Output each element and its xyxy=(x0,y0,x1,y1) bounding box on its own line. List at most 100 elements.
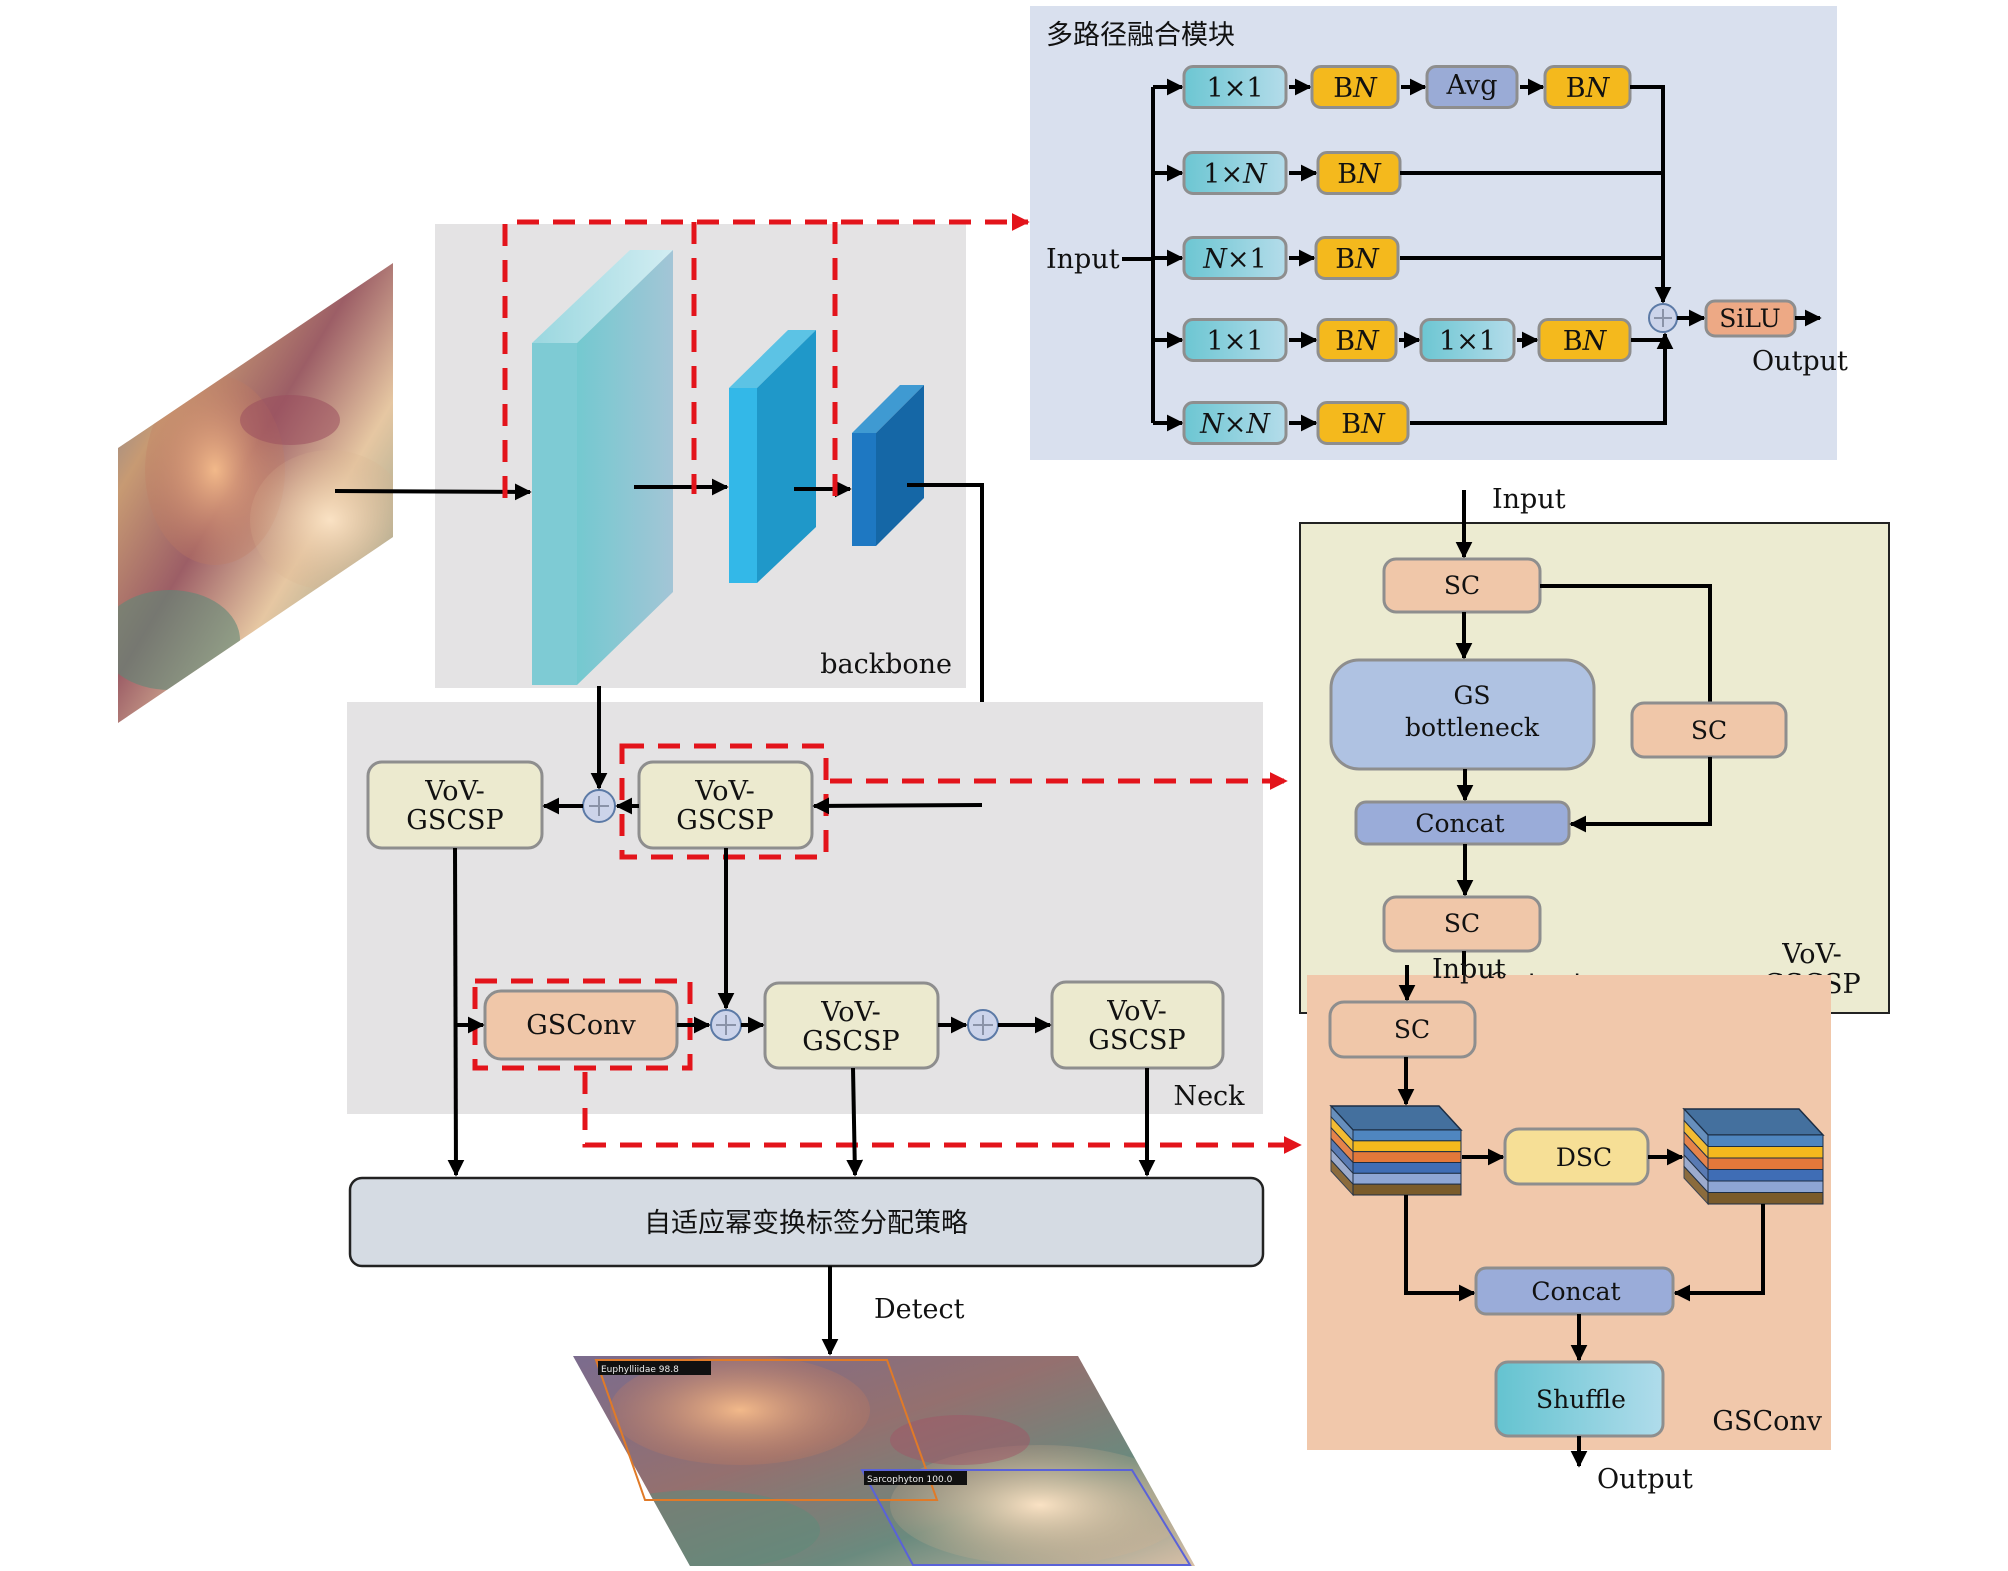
neck-vov-gscsp-1[interactable]: VoV- GSCSP xyxy=(366,760,544,850)
backbone-label: backbone xyxy=(820,649,952,680)
fusion-node-avg[interactable]: Avg xyxy=(1425,65,1519,109)
fusion-node-label: 1×N xyxy=(1203,159,1268,190)
gsconv-label: GSConv xyxy=(526,1010,636,1041)
feature-block-medium xyxy=(729,330,816,583)
fusion-node-label: N×N xyxy=(1199,409,1271,440)
gsconv-concat[interactable]: Concat xyxy=(1474,1266,1675,1316)
detection-label-2: Sarcophyton 100.0 xyxy=(867,1475,953,1485)
fusion-node-label: BN xyxy=(1337,159,1382,190)
vov-label-line1: VoV- xyxy=(424,776,484,807)
vov-label-line1: VoV- xyxy=(1106,996,1166,1027)
shuffle-label: Shuffle xyxy=(1536,1385,1626,1414)
gs-label: GS xyxy=(1453,681,1490,710)
feature-layer xyxy=(1707,1169,1824,1182)
detection-box-2 xyxy=(860,1469,1192,1566)
wire-vov3-down xyxy=(846,1067,864,1177)
gsconv-shuffle[interactable]: Shuffle xyxy=(1494,1360,1665,1438)
vov-label-line2: GSCSP xyxy=(802,1026,899,1057)
gsconv-output-label: Output xyxy=(1597,1464,1693,1495)
cube-top-face xyxy=(1329,1105,1463,1131)
neck-label: Neck xyxy=(1173,1081,1245,1112)
label-assignment-strategy[interactable]: 自适应幂变换标签分配策略 xyxy=(348,1176,1265,1268)
feature-layer xyxy=(1707,1180,1824,1193)
feature-layer xyxy=(1352,1172,1462,1185)
fusion-node-bn[interactable]: BN xyxy=(1316,318,1398,362)
concat-label: Concat xyxy=(1531,1277,1620,1306)
vov-sc-top[interactable]: SC xyxy=(1382,557,1542,614)
vov-gs-bottleneck[interactable]: GS bottleneck xyxy=(1329,658,1596,771)
fusion-input-label: Input xyxy=(1046,244,1120,275)
fusion-node-bn[interactable]: BN xyxy=(1316,401,1410,445)
sum-node-3 xyxy=(967,1009,999,1041)
fusion-node-bn[interactable]: BN xyxy=(1310,65,1400,109)
fusion-node-bn[interactable]: BN xyxy=(1537,318,1632,362)
feature-layer-side xyxy=(1330,1158,1354,1197)
feature-layer xyxy=(1707,1146,1824,1159)
fusion-node-label: BN xyxy=(1563,326,1608,357)
feature-map-stack-left xyxy=(1329,1104,1463,1197)
fusion-highlight xyxy=(502,213,1030,498)
neck-vov-gscsp-4[interactable]: VoV- GSCSP xyxy=(1050,980,1225,1070)
vov-module-panel: Input SC GS bottleneck Concat SC SC Outp xyxy=(1299,484,1890,1014)
vov-label-line1: VoV- xyxy=(694,776,754,807)
fusion-node-conv[interactable]: N×1 xyxy=(1182,236,1288,280)
vov-title-line1: VoV- xyxy=(1781,939,1841,970)
fusion-node-label: BN xyxy=(1335,244,1380,275)
fusion-node-conv[interactable]: 1×1 xyxy=(1419,318,1516,362)
strategy-label: 自适应幂变换标签分配策略 xyxy=(644,1208,968,1239)
gsconv-input-label: Input xyxy=(1432,954,1506,985)
sc-label: SC xyxy=(1444,909,1480,938)
fusion-node-conv[interactable]: N×N xyxy=(1182,401,1288,445)
fusion-node-label: BN xyxy=(1335,326,1380,357)
fusion-node-label: 1×1 xyxy=(1207,326,1264,357)
detect-label: Detect xyxy=(874,1294,965,1325)
fusion-node-conv[interactable]: 1×N xyxy=(1182,151,1288,195)
sc-label: SC xyxy=(1691,716,1727,745)
neck-gsconv[interactable]: GSConv xyxy=(483,989,679,1061)
feature-block-large xyxy=(532,250,673,685)
dsc-label: DSC xyxy=(1556,1143,1612,1172)
sum-node-2 xyxy=(710,1009,742,1041)
feature-layer xyxy=(1707,1192,1824,1205)
gsconv-title: GSConv xyxy=(1712,1406,1822,1437)
feature-layer xyxy=(1707,1157,1824,1170)
feature-layer xyxy=(1352,1162,1462,1174)
fusion-node-bn[interactable]: BN xyxy=(1316,151,1402,195)
arrow-input-to-backbone xyxy=(334,483,532,501)
feature-layer xyxy=(1352,1140,1462,1153)
neck-vov-gscsp-3[interactable]: VoV- GSCSP xyxy=(763,981,940,1070)
fusion-node-label: 1×1 xyxy=(1439,326,1496,357)
vov-sc-side[interactable]: SC xyxy=(1630,701,1788,759)
vov-concat[interactable]: Concat xyxy=(1354,800,1571,846)
vov-label-line2: GSCSP xyxy=(406,805,503,836)
detection-box-1 xyxy=(594,1359,939,1501)
fusion-node-label: N×1 xyxy=(1202,244,1266,275)
vov-label-line1: VoV- xyxy=(820,997,880,1028)
fusion-node-bn[interactable]: BN xyxy=(1543,65,1632,109)
wire-vov1-down xyxy=(447,847,465,1177)
fusion-output-label: Output xyxy=(1752,346,1848,377)
sum-node-1 xyxy=(582,789,616,823)
silu-label: SiLU xyxy=(1719,304,1780,333)
gsconv-module-panel: Input SC DSC Concat Shuffle Output GSCon… xyxy=(1307,954,1831,1495)
feature-layer-side xyxy=(1683,1165,1709,1206)
fusion-node-bn[interactable]: BN xyxy=(1314,236,1400,280)
gsconv-highlight-link xyxy=(582,1072,1302,1154)
concat-label: Concat xyxy=(1415,809,1504,838)
neck-vov-gscsp-2[interactable]: VoV- GSCSP xyxy=(637,760,814,850)
wire-block3-to-vov2 xyxy=(812,797,983,815)
vov-input-label: Input xyxy=(1492,484,1566,515)
fusion-silu-box[interactable]: SiLU xyxy=(1704,299,1797,338)
gsconv-sc[interactable]: SC xyxy=(1328,1000,1477,1059)
feature-layer xyxy=(1352,1183,1462,1196)
fusion-node-label: BN xyxy=(1341,409,1386,440)
fusion-node-conv[interactable]: 1×1 xyxy=(1182,318,1288,362)
fusion-node-conv[interactable]: 1×1 xyxy=(1182,65,1288,109)
bottleneck-label: bottleneck xyxy=(1405,713,1540,742)
fusion-sum-node xyxy=(1648,303,1678,333)
vov-label-line2: GSCSP xyxy=(676,805,773,836)
vov-sc-bottom[interactable]: SC xyxy=(1382,895,1542,953)
gsconv-dsc[interactable]: DSC xyxy=(1503,1127,1650,1186)
fusion-module-title: 多路径融合模块 xyxy=(1046,20,1235,51)
